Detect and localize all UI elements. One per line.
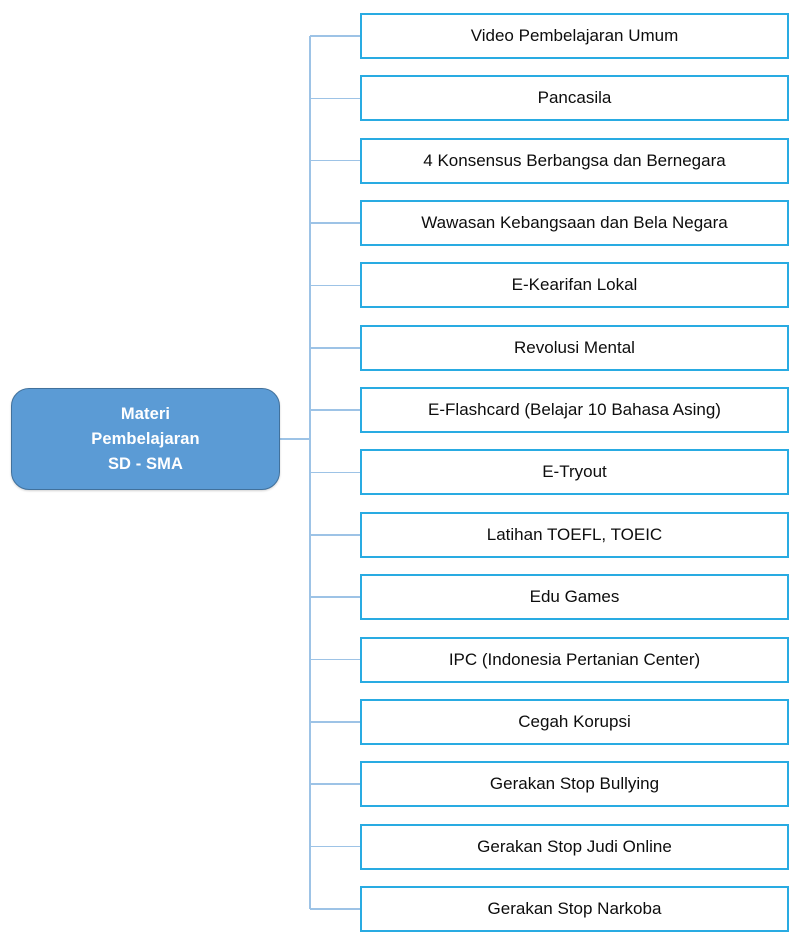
connector-stub-10 <box>310 596 360 598</box>
connector-stub-11 <box>310 658 360 661</box>
child-node-8[interactable]: E-Tryout <box>360 449 789 496</box>
child-node-12[interactable]: Cegah Korupsi <box>360 698 789 745</box>
child-node-label: Edu Games <box>529 587 620 607</box>
connector-stub-2 <box>310 97 360 100</box>
connector-stub-3 <box>310 159 360 162</box>
connector-stub-8 <box>310 471 360 474</box>
connector-stub-4 <box>310 222 360 224</box>
child-node-label: IPC (Indonesia Pertanian Center) <box>448 649 701 669</box>
child-node-label: 4 Konsensus Berbangsa dan Bernegara <box>423 150 726 170</box>
child-node-4[interactable]: Wawasan Kebangsaan dan Bela Negara <box>360 200 789 247</box>
connector-stub-12 <box>310 721 360 723</box>
child-node-label: E-Flashcard (Belajar 10 Bahasa Asing) <box>428 400 721 420</box>
connector-stub-14 <box>310 845 360 848</box>
connector-stub-9 <box>310 534 360 536</box>
child-node-7[interactable]: E-Flashcard (Belajar 10 Bahasa Asing) <box>360 387 789 434</box>
child-node-label: Video Pembelajaran Umum <box>470 26 679 45</box>
child-node-1[interactable]: Video Pembelajaran Umum <box>360 13 789 59</box>
connector-stub-6 <box>310 346 360 349</box>
child-node-label: E-Kearifan Lokal <box>511 275 638 295</box>
child-node-6[interactable]: Revolusi Mental <box>360 324 789 371</box>
connector-stub-7 <box>310 409 360 411</box>
child-node-label: Latihan TOEFL, TOEIC <box>486 524 663 544</box>
child-node-label: Wawasan Kebangsaan dan Bela Negara <box>421 213 728 233</box>
connector-stub-1 <box>310 35 360 37</box>
child-node-9[interactable]: Latihan TOEFL, TOEIC <box>360 511 789 558</box>
child-node-15[interactable]: Gerakan Stop Narkoba <box>360 885 789 932</box>
child-node-10[interactable]: Edu Games <box>360 574 789 621</box>
child-node-14[interactable]: Gerakan Stop Judi Online <box>360 823 789 870</box>
child-node-label: Gerakan Stop Narkoba <box>487 898 662 918</box>
child-node-label: Revolusi Mental <box>514 337 635 357</box>
connector-trunk <box>309 36 311 909</box>
child-node-11[interactable]: IPC (Indonesia Pertanian Center) <box>360 636 789 683</box>
connector-stub-15 <box>310 908 360 910</box>
child-node-2[interactable]: Pancasila <box>360 75 789 122</box>
child-node-label: Gerakan Stop Bullying <box>489 774 660 794</box>
child-node-13[interactable]: Gerakan Stop Bullying <box>360 761 789 808</box>
root-node-materi-pembelajaran[interactable]: Materi Pembelajaran SD - SMA <box>11 388 280 490</box>
child-node-3[interactable]: 4 Konsensus Berbangsa dan Bernegara <box>360 137 789 184</box>
child-node-label: E-Tryout <box>542 462 607 482</box>
child-node-label: Gerakan Stop Judi Online <box>477 836 672 856</box>
child-node-5[interactable]: E-Kearifan Lokal <box>360 262 789 309</box>
connector-stub-13 <box>310 783 360 785</box>
child-node-label: Cegah Korupsi <box>518 711 631 731</box>
connector-stub-5 <box>310 284 360 287</box>
child-node-label: Pancasila <box>537 88 612 108</box>
connector-root-stub <box>280 438 311 440</box>
root-node-label: Materi Pembelajaran SD - SMA <box>91 404 200 473</box>
